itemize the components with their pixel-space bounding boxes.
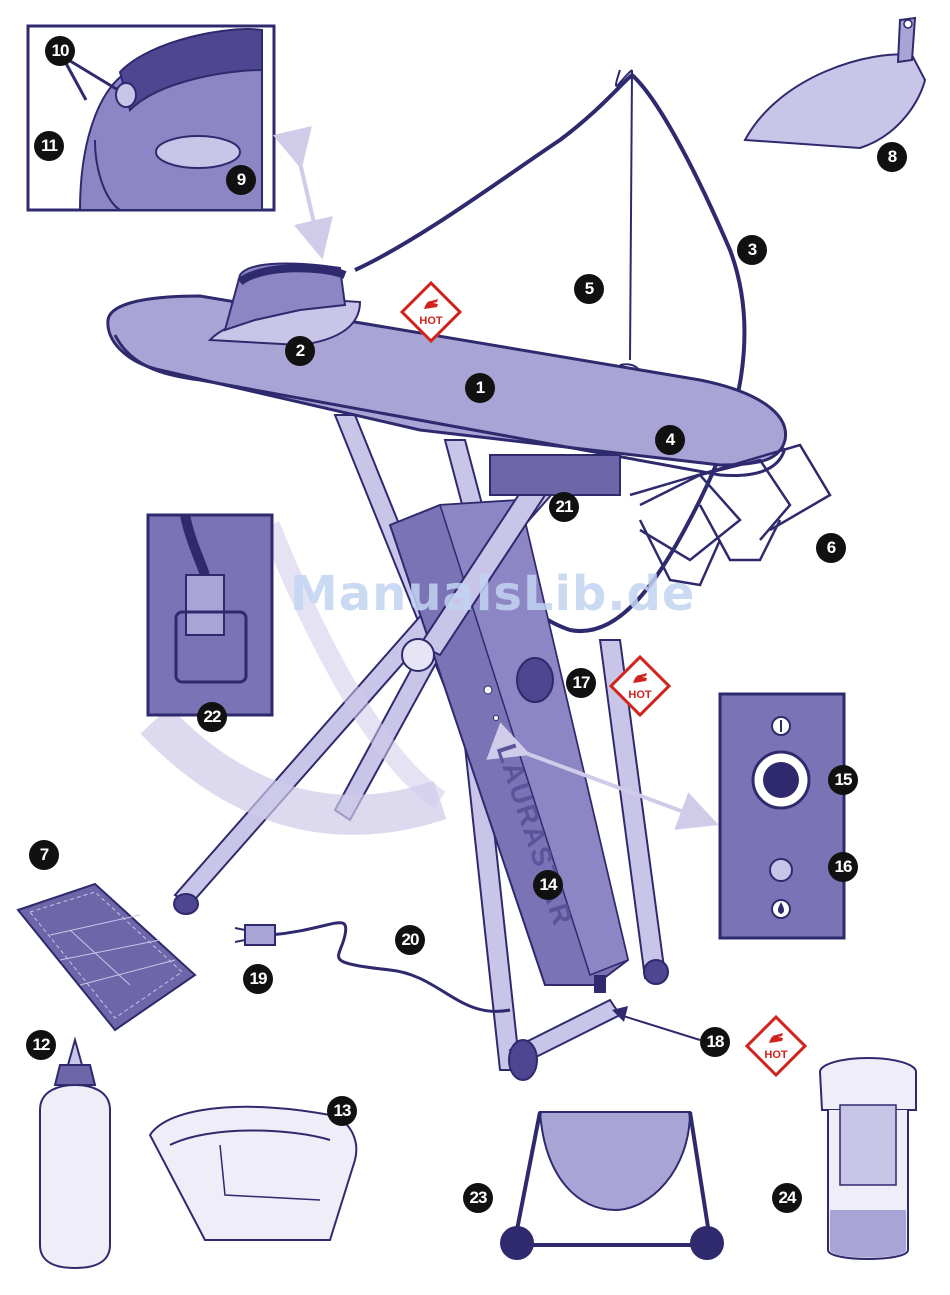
callout-8: 8: [877, 142, 907, 172]
callout-5: 5: [574, 274, 604, 304]
control-panel-inset: [720, 694, 844, 938]
iron: [210, 264, 360, 345]
water-bottle: [40, 1040, 110, 1268]
hot-warning-icon: HOT: [400, 281, 462, 343]
inset-connector: [148, 515, 272, 715]
callout-19: 19: [243, 964, 273, 994]
callout-15: 15: [828, 765, 858, 795]
callout-17: 17: [566, 668, 596, 698]
callout-22: 22: [197, 702, 227, 732]
power-cord: [235, 923, 510, 1012]
zoom-arrow: [297, 150, 318, 240]
callout-12: 12: [26, 1030, 56, 1060]
callout-14: 14: [533, 870, 563, 900]
callout-1: 1: [465, 373, 495, 403]
iron-soleplate: [745, 18, 925, 148]
cord-support: [616, 70, 632, 360]
callout-7: 7: [29, 840, 59, 870]
steam-indicator: [770, 859, 792, 881]
callout-9: 9: [226, 165, 256, 195]
plug-icon: [245, 925, 275, 945]
callout-4: 4: [655, 425, 685, 455]
hot-warning-icon: HOT: [745, 1015, 807, 1077]
filter-cartridge: [820, 1058, 916, 1259]
callout-20: 20: [395, 925, 425, 955]
iron-rest-mat: [18, 884, 195, 1030]
callout-10: 10: [45, 36, 75, 66]
iron-rest: [630, 445, 830, 585]
callout-3: 3: [737, 235, 767, 265]
water-tray: [150, 1107, 356, 1240]
callout-16: 16: [828, 852, 858, 882]
callout-24: 24: [772, 1183, 802, 1213]
hot-warning-icon: HOT: [609, 655, 671, 717]
callout-23: 23: [463, 1183, 493, 1213]
watermark: ManualsLib.de: [290, 566, 695, 622]
callout-21: 21: [549, 492, 579, 522]
callout-2: 2: [285, 336, 315, 366]
callout-13: 13: [327, 1096, 357, 1126]
callout-6: 6: [816, 533, 846, 563]
callout-18: 18: [700, 1027, 730, 1057]
transport-trolley: [500, 1112, 724, 1260]
callout-11: 11: [34, 131, 64, 161]
